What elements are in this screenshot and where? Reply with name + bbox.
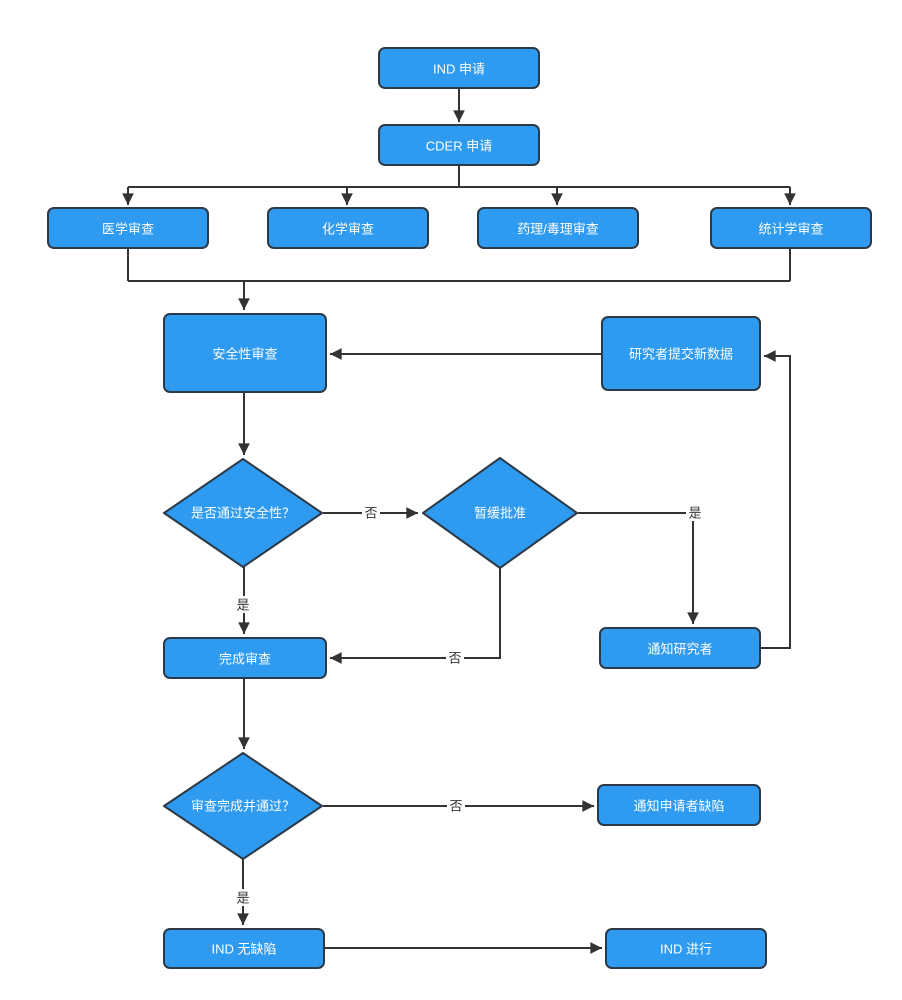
- node-label: 暂缓批准: [474, 506, 526, 521]
- node-notify-researcher[interactable]: 通知研究者: [599, 627, 761, 669]
- edge-label-bg: [234, 889, 252, 906]
- node-statistics-review[interactable]: 统计学审查: [710, 207, 872, 249]
- node-safety-review[interactable]: 安全性审查: [163, 313, 327, 393]
- edge-label-bg: [446, 649, 464, 666]
- edge-label-bg: [686, 504, 704, 521]
- edge-label-decision1-no: 否: [364, 506, 377, 521]
- edge-label-decision1-yes: 是: [236, 598, 249, 613]
- node-ind-no-defect[interactable]: IND 无缺陷: [163, 928, 325, 969]
- node-notify-applicant[interactable]: 通知申请者缺陷: [597, 784, 761, 826]
- edge-label-decision3-no: 否: [449, 799, 462, 814]
- edge-label-bg: [234, 596, 252, 613]
- node-medical-review[interactable]: 医学审查: [47, 207, 209, 249]
- node-ind-application[interactable]: IND 申请: [378, 47, 540, 89]
- edge-label-hold-yes: 是: [688, 506, 701, 521]
- node-cder-application[interactable]: CDER 申请: [378, 124, 540, 166]
- edge-labels: 否 是 是 否 否 是: [234, 504, 704, 906]
- node-label: 化学审查: [322, 222, 374, 237]
- edge-label-decision3-yes: 是: [236, 891, 249, 906]
- node-label: 安全性审查: [212, 347, 277, 362]
- node-label: 研究者提交新数据: [629, 347, 733, 362]
- node-pharmtox-review[interactable]: 药理/毒理审查: [477, 207, 639, 249]
- node-label: IND 进行: [660, 942, 712, 957]
- node-ind-proceed[interactable]: IND 进行: [605, 928, 767, 969]
- node-new-data[interactable]: 研究者提交新数据: [601, 316, 761, 391]
- node-complete-review[interactable]: 完成审查: [163, 637, 327, 679]
- node-label: 是否通过安全性？: [191, 506, 295, 521]
- node-label: 完成审查: [219, 652, 271, 667]
- edge-hold-yes-to-notify-researcher: [578, 512, 699, 624]
- node-label: CDER 申请: [426, 139, 492, 154]
- node-label: 通知研究者: [647, 642, 712, 657]
- node-label: IND 申请: [433, 62, 485, 77]
- edge-label-bg: [362, 504, 380, 521]
- edge-label-hold-no: 否: [448, 651, 461, 666]
- node-label: 统计学审查: [758, 222, 823, 237]
- edge-label-bg: [447, 797, 465, 814]
- node-label: 药理/毒理审查: [517, 222, 599, 237]
- node-label: 通知申请者缺陷: [633, 799, 724, 814]
- node-decision-complete[interactable]: 审查完成并通过？: [163, 752, 323, 860]
- edge-notify-researcher-to-newdata: [760, 350, 791, 649]
- node-chemistry-review[interactable]: 化学审查: [267, 207, 429, 249]
- node-label: 医学审查: [102, 222, 154, 237]
- node-decision-hold[interactable]: 暂缓批准: [422, 457, 578, 569]
- node-label: IND 无缺陷: [211, 942, 276, 957]
- node-decision-safety[interactable]: 是否通过安全性？: [163, 458, 323, 568]
- node-label: 审查完成并通过？: [191, 799, 295, 814]
- edge-hold-no-to-complete: [330, 568, 501, 664]
